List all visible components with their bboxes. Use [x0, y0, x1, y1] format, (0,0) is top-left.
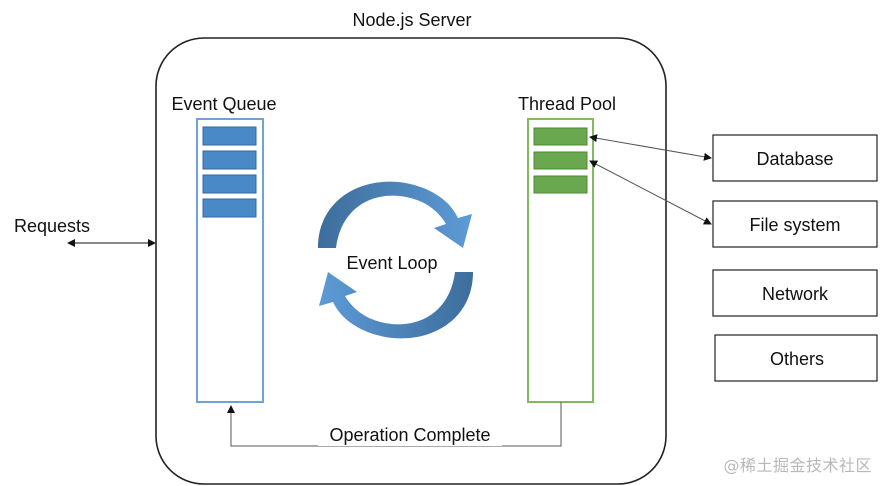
resource-box — [712, 134, 878, 182]
operation-complete-label: Operation Complete — [329, 425, 490, 445]
resource-box — [714, 334, 878, 382]
operation-complete-label-bg — [318, 426, 502, 446]
event-loop-label: Event Loop — [346, 253, 437, 273]
server-title: Node.js Server — [352, 10, 471, 30]
event-queue-item — [202, 150, 257, 170]
event-queue-items — [202, 126, 257, 218]
resource-box-file-system: File system — [712, 200, 878, 248]
requests-label: Requests — [14, 216, 90, 236]
resource-box — [712, 269, 878, 317]
resource-label-others: Others — [770, 349, 824, 369]
thread-pool-item — [533, 151, 588, 170]
thread-pool-file-system-arrow — [589, 160, 712, 225]
thread-pool-database-arrow — [589, 134, 712, 161]
thread-pool-item — [533, 175, 588, 194]
resource-box-others: Others — [714, 334, 878, 382]
event-loop-arrow-bottom — [319, 272, 473, 339]
event-queue-label: Event Queue — [171, 94, 276, 114]
thread-pool-label: Thread Pool — [518, 94, 616, 114]
thread-pool-items — [533, 127, 588, 194]
resource-box-database: Database — [712, 134, 878, 182]
event-loop-arrows — [318, 181, 473, 339]
thread-pool-item — [533, 127, 588, 146]
event-loop-arrow-top — [318, 181, 472, 248]
resource-label-file-system: File system — [749, 215, 840, 235]
resource-box — [712, 200, 878, 248]
resource-label-network: Network — [762, 284, 829, 304]
resource-label-database: Database — [756, 149, 833, 169]
resource-box-network: Network — [712, 269, 878, 317]
event-queue-item — [202, 174, 257, 194]
watermark-text: @稀土掘金技术社区 — [723, 456, 872, 475]
event-queue-item — [202, 198, 257, 218]
event-queue-item — [202, 126, 257, 146]
